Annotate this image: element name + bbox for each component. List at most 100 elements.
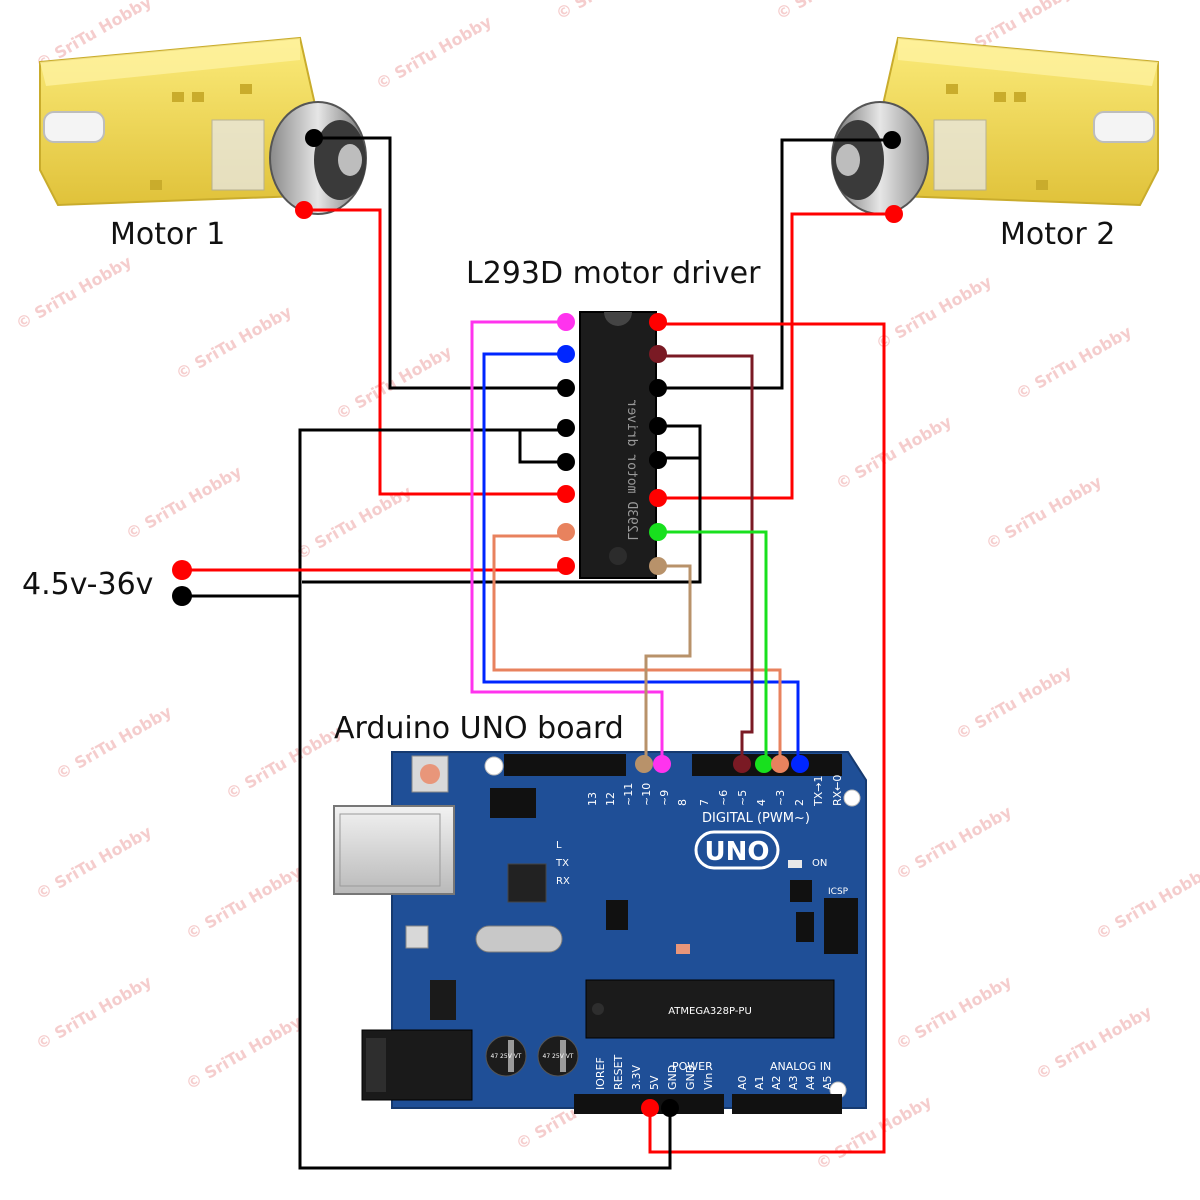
watermark-text: © SriTu Hobby <box>953 662 1076 744</box>
watermark-text: © SriTu Hobby <box>173 302 296 384</box>
arduino-d5-dot <box>733 755 751 773</box>
watermark-text: © SriTu Hobby <box>773 0 896 23</box>
motor2-red-terminal <box>885 205 903 223</box>
wire-gnd-bridge-left <box>518 428 566 464</box>
pin-label: GND <box>666 1065 679 1090</box>
pin-label: ~6 <box>717 790 730 806</box>
arduino-gnd-dot <box>661 1099 679 1117</box>
wire-input3-green <box>660 530 768 764</box>
capacitor-marking-2: 47 25V VT <box>543 1053 574 1060</box>
pin-label: GND <box>684 1065 697 1090</box>
pin-label: ~3 <box>774 790 787 806</box>
icsp-label: ICSP <box>828 887 849 897</box>
motor-2 <box>831 36 1159 215</box>
power-negative-terminal <box>172 586 192 606</box>
pin-label: ~5 <box>736 790 749 806</box>
wire-enable1-magenta <box>470 320 664 764</box>
pin-label: IOREF <box>594 1057 607 1090</box>
pin-label: TX→1 <box>812 776 825 807</box>
wire-motor2-red <box>660 212 894 500</box>
chip-pin2-dot <box>557 345 575 363</box>
pin-label: 12 <box>604 792 617 806</box>
chip-pin10-dot <box>649 523 667 541</box>
watermark-text: © SriTu Hobby <box>123 462 246 544</box>
pin-label: ~11 <box>622 783 635 806</box>
on-led-label: ON <box>812 858 827 869</box>
pin-label: 5V <box>648 1075 661 1090</box>
chip-pin8-dot <box>557 557 575 575</box>
watermark-text: © SriTu Hobby <box>893 802 1016 884</box>
chip-marking: L293D motor driver <box>624 399 639 540</box>
motor2-label: Motor 2 <box>1000 217 1115 252</box>
chip-pin1-dot <box>557 313 575 331</box>
pin-label: 4 <box>755 799 768 806</box>
arduino-label: Arduino UNO board <box>334 711 624 746</box>
chip-pin7-dot <box>557 523 575 541</box>
watermark-text: © SriTu Hobby <box>223 722 346 804</box>
power-label: 4.5v-36v <box>22 567 153 602</box>
power-silk-label: POWER <box>672 1060 713 1073</box>
chip-pin5-dot <box>557 453 575 471</box>
watermark-text: © SriTu Hobby <box>1093 862 1200 944</box>
watermark-text: © SriTu Hobby <box>1033 1002 1156 1084</box>
motor1-black-terminal <box>305 129 323 147</box>
pin-label: 7 <box>698 799 711 806</box>
l293d-chip: L293D motor driver <box>579 311 657 579</box>
wire-motor1-black <box>314 136 566 390</box>
watermark-text: © SriTu Hobby <box>553 0 676 23</box>
watermark-text: © SriTu Hobby <box>183 1012 306 1094</box>
chip-pin13-dot <box>649 417 667 435</box>
tx-led-label: TX <box>555 858 569 869</box>
chip-pin16-dot <box>649 313 667 331</box>
pin-label: RX←0 <box>831 775 844 806</box>
arduino-5v-dot <box>641 1099 659 1117</box>
l-led-label: L <box>556 840 562 851</box>
wire-input1-blue <box>482 352 800 764</box>
watermark-text: © SriTu Hobby <box>873 272 996 354</box>
pin-label: A2 <box>770 1075 783 1090</box>
pin-label: A5 <box>821 1075 834 1090</box>
pin-label: RESET <box>612 1054 625 1090</box>
main-chip-marking: ATMEGA328P-PU <box>668 1006 752 1017</box>
chip-pin14-dot <box>649 379 667 397</box>
pin-label: ~9 <box>658 790 671 806</box>
arduino-d10-dot <box>635 755 653 773</box>
motor2-black-terminal <box>883 131 901 149</box>
chip-pin3-dot <box>557 379 575 397</box>
watermark-text: © SriTu Hobby <box>33 972 156 1054</box>
watermark-text: © SriTu Hobby <box>333 342 456 424</box>
wire-gnd-bridge-right <box>302 424 702 584</box>
driver-label: L293D motor driver <box>466 256 761 291</box>
chip-pin11-dot <box>649 489 667 507</box>
arduino-d2-dot <box>791 755 809 773</box>
pin-label: 8 <box>676 799 689 806</box>
power-positive-terminal <box>172 560 192 580</box>
watermark-text: © SriTu Hobby <box>53 702 176 784</box>
chip-pin6-dot <box>557 485 575 503</box>
pin-label: A3 <box>787 1075 800 1090</box>
pin-label: 3.3V <box>630 1065 643 1090</box>
pin-label: 2 <box>793 799 806 806</box>
wire-input4-maroon <box>660 354 754 764</box>
wires <box>182 136 894 1170</box>
watermark-text: © SriTu Hobby <box>983 472 1106 554</box>
pin-label: A4 <box>804 1075 817 1090</box>
chip-pin9-dot <box>649 557 667 575</box>
arduino-d3-dot <box>771 755 789 773</box>
motor1-red-terminal <box>295 201 313 219</box>
arduino-d9-dot <box>653 755 671 773</box>
wire-input2-salmon <box>492 534 782 764</box>
pin-label: 13 <box>586 792 599 806</box>
capacitor-marking-1: 47 25V VT <box>491 1053 522 1060</box>
chip-pin15-dot <box>649 345 667 363</box>
watermark-text: © SriTu Hobby <box>33 822 156 904</box>
watermark-text: © SriTu Hobby <box>1013 322 1136 404</box>
wire-vcc1-5v <box>648 322 886 1154</box>
arduino-uno-board: UNO DIGITAL (PWM~) POWER ANALOG IN ON IC… <box>333 751 867 1114</box>
watermark-text: © SriTu Hobby <box>373 12 496 94</box>
pin-label: A0 <box>736 1075 749 1090</box>
wire-enable2-tan <box>644 564 692 764</box>
